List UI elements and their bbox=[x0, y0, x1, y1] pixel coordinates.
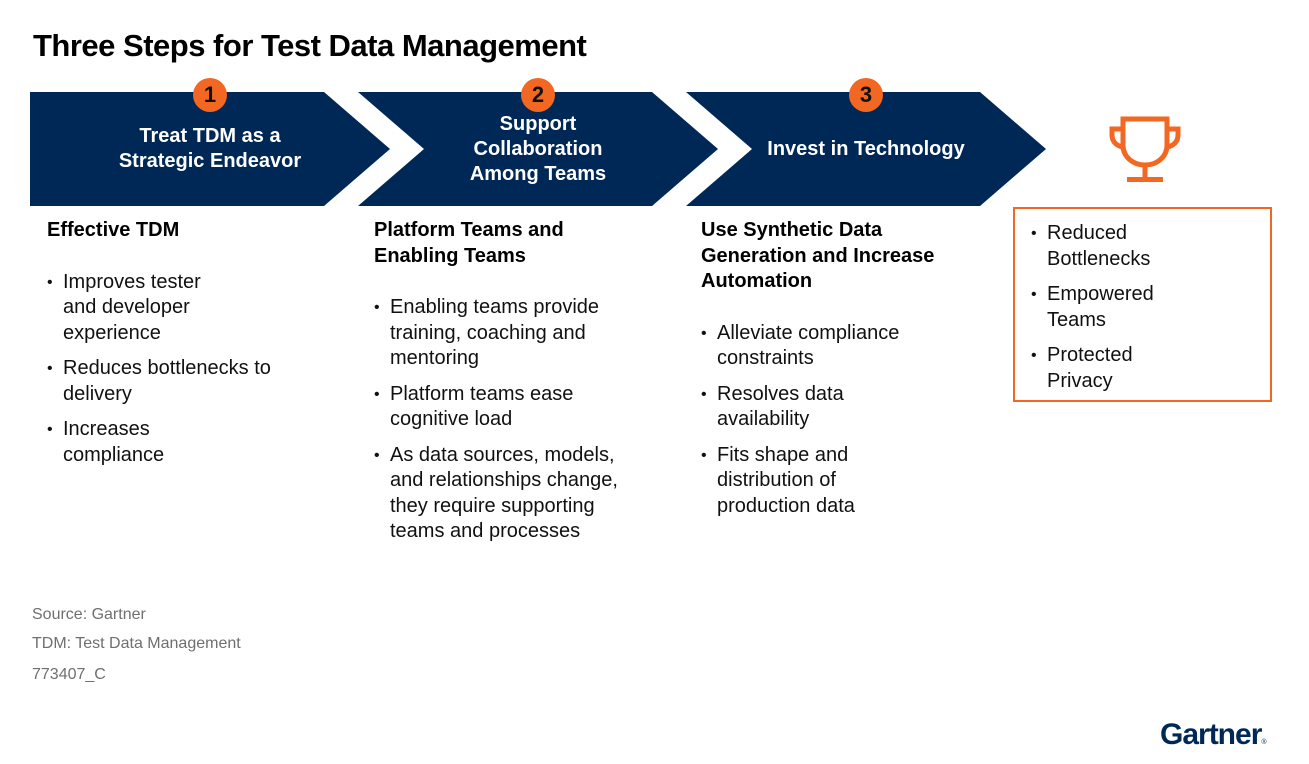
list-item: Reduces bottlenecks to delivery bbox=[47, 356, 283, 407]
step-3-bullet-list: Alleviate compliance constraints Resolve… bbox=[701, 321, 971, 520]
step-1-label: Treat TDM as a Strategic Endeavor bbox=[118, 125, 302, 172]
outcomes-bullet-list: Reduced Bottlenecks Empowered Teams Prot… bbox=[1031, 221, 1270, 394]
list-item: Fits shape and distribution of productio… bbox=[701, 443, 897, 520]
list-item: As data sources, models, and relationshi… bbox=[374, 443, 635, 545]
step-1-bullet-list: Improves tester and developer experience… bbox=[47, 270, 307, 469]
step-2-bullet-list: Enabling teams provide training, coachin… bbox=[374, 295, 644, 545]
step-1-number-badge: 1 bbox=[193, 78, 227, 112]
list-item: Enabling teams provide training, coachin… bbox=[374, 295, 635, 372]
outcomes-box: Reduced Bottlenecks Empowered Teams Prot… bbox=[1013, 207, 1272, 402]
step-3-heading: Use Synthetic Data Generation and Increa… bbox=[701, 219, 935, 292]
chevron-shape bbox=[358, 92, 718, 206]
step-3-number-badge: 3 bbox=[849, 78, 883, 112]
list-item: Improves tester and developer experience bbox=[47, 270, 233, 347]
step-2-chevron: Support Collaboration Among Teams bbox=[358, 92, 720, 206]
list-item: Empowered Teams bbox=[1031, 282, 1167, 333]
gartner-logo: Gartner® bbox=[1160, 718, 1267, 752]
source-note: Source: Gartner bbox=[32, 606, 146, 623]
step-2-number-badge: 2 bbox=[521, 78, 555, 112]
list-item: Protected Privacy bbox=[1031, 343, 1147, 394]
step-3-chevron: Invest in Technology bbox=[686, 92, 1048, 206]
step-1-details: Effective TDM Improves tester and develo… bbox=[47, 218, 307, 478]
list-item: Alleviate compliance constraints bbox=[701, 321, 947, 372]
logo-text: Gartner bbox=[1160, 718, 1262, 751]
chevron-shape bbox=[686, 92, 1046, 206]
trophy-icon bbox=[1108, 115, 1182, 190]
list-item: Resolves data availability bbox=[701, 382, 887, 433]
step-2-heading: Platform Teams and Enabling Teams bbox=[374, 219, 564, 267]
chevron-shape bbox=[30, 92, 390, 206]
step-2-details: Platform Teams and Enabling Teams Enabli… bbox=[374, 218, 644, 555]
step-3-details: Use Synthetic Data Generation and Increa… bbox=[701, 218, 971, 529]
figure-id: 773407_C bbox=[32, 666, 106, 683]
abbreviation-note: TDM: Test Data Management bbox=[32, 635, 241, 652]
registered-mark: ® bbox=[1261, 739, 1267, 746]
step-2-label: Support Collaboration Among Teams bbox=[469, 112, 607, 185]
page-title: Three Steps for Test Data Management bbox=[33, 28, 587, 63]
step-3-label: Invest in Technology bbox=[767, 137, 965, 160]
step-1-chevron: Treat TDM as a Strategic Endeavor bbox=[30, 92, 392, 206]
list-item: Increases compliance bbox=[47, 417, 213, 468]
step-1-heading: Effective TDM bbox=[47, 219, 180, 241]
list-item: Reduced Bottlenecks bbox=[1031, 221, 1157, 272]
list-item: Platform teams ease cognitive load bbox=[374, 382, 610, 433]
